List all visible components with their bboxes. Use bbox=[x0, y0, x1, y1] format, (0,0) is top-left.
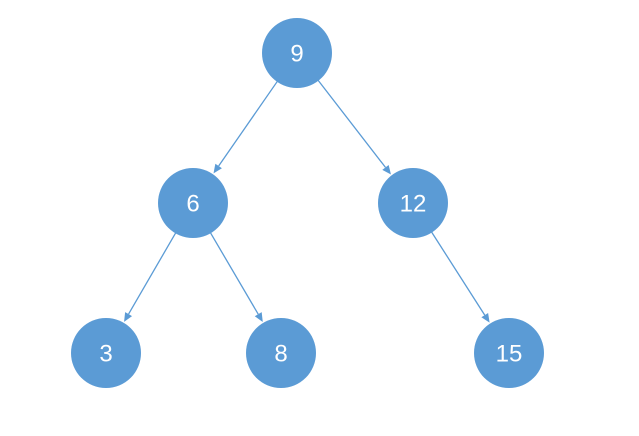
edge-n12-n15 bbox=[430, 231, 490, 323]
tree-node-6: 6 bbox=[158, 168, 228, 238]
arrowhead bbox=[254, 312, 263, 322]
node-circle bbox=[71, 318, 141, 388]
node-label: 6 bbox=[186, 191, 199, 218]
tree-node-8: 8 bbox=[246, 318, 316, 388]
node-label: 3 bbox=[99, 341, 112, 368]
node-circle bbox=[474, 318, 544, 388]
arrowhead bbox=[481, 312, 490, 323]
arrowhead bbox=[382, 164, 391, 175]
node-circle bbox=[262, 18, 332, 88]
tree-node-3: 3 bbox=[71, 318, 141, 388]
edge-line bbox=[128, 232, 177, 315]
node-label: 12 bbox=[400, 191, 427, 218]
node-label: 8 bbox=[274, 341, 287, 368]
edge-line bbox=[218, 80, 279, 167]
arrowhead bbox=[213, 163, 222, 174]
tree-node-9: 9 bbox=[262, 18, 332, 88]
edge-n6-n3 bbox=[124, 232, 177, 322]
tree-node-15: 15 bbox=[474, 318, 544, 388]
edge-line bbox=[317, 79, 386, 168]
edge-n9-n12 bbox=[317, 79, 391, 175]
nodes-layer: 9 6 12 3 8 15 bbox=[71, 18, 544, 388]
edges-layer bbox=[124, 79, 490, 323]
edge-n9-n6 bbox=[213, 80, 279, 174]
node-circle bbox=[246, 318, 316, 388]
edge-line bbox=[209, 231, 259, 315]
arrowhead bbox=[124, 312, 133, 322]
edge-n6-n8 bbox=[209, 231, 263, 322]
node-label: 9 bbox=[290, 41, 303, 68]
node-circle bbox=[378, 168, 448, 238]
edge-line bbox=[430, 231, 486, 316]
tree-node-12: 12 bbox=[378, 168, 448, 238]
node-label: 15 bbox=[496, 341, 523, 368]
node-circle bbox=[158, 168, 228, 238]
